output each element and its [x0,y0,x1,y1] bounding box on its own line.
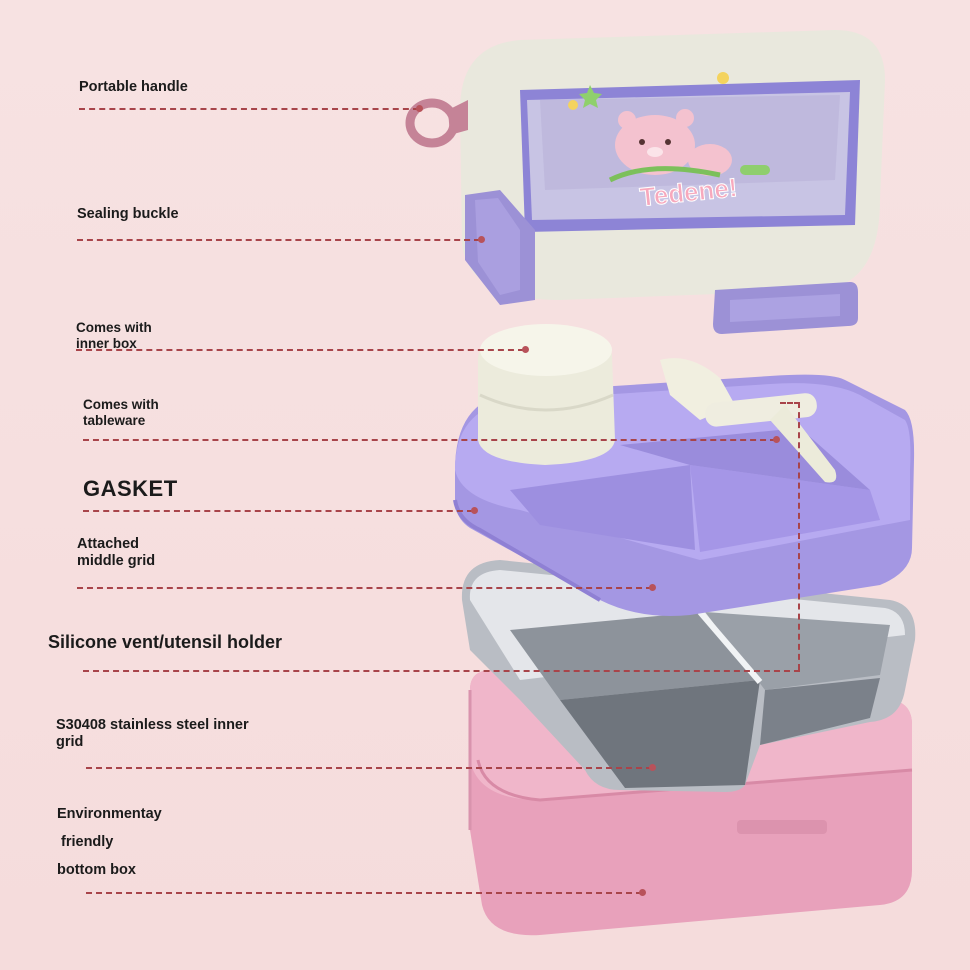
spork [660,358,837,483]
leader-line-inner-box [76,349,524,351]
portable-handle [405,98,468,148]
leader-line-middle-grid [77,587,652,589]
leader-dot-bottom-box [639,889,646,896]
leader-dot-inner-grid [649,764,656,771]
leader-line-inner-grid [86,767,652,769]
label-bottom-box-line-2: friendly [61,834,114,850]
leader-line-handle [79,108,419,110]
leader-dot-buckle [478,236,485,243]
label-silicone-vent: Silicone vent/utensil holder [48,632,283,652]
leader-dot-gasket [471,507,478,514]
leader-line-buckle [77,239,480,241]
leader-line-silicone-vent-vertical [798,402,800,670]
label-tableware: Comes with tableware [83,397,159,428]
leader-line-gasket [83,510,473,512]
leader-line-bottom-box [86,892,642,894]
lid: Tedene! [460,30,885,300]
label-middle-grid: Attached middle grid [77,536,156,569]
leader-dot-tableware [773,436,780,443]
leader-line-silicone-vent [83,670,800,672]
label-inner-box: Comes with inner box [76,320,152,351]
inner-small-box [478,324,615,465]
leader-line-silicone-vent-top [780,402,800,404]
label-inner-grid: S30408 stainless steel inner grid [56,717,249,750]
label-portable-handle: Portable handle [79,79,188,95]
bear-sticker [608,109,770,183]
leader-line-tableware [83,439,776,441]
label-gasket: GASKET [83,476,178,501]
label-sealing-buckle: Sealing buckle [77,206,179,222]
label-bottom-box-line-3: bottom box [57,862,136,878]
leader-dot-inner-box [522,346,529,353]
leader-dot-handle [416,105,423,112]
sealing-buckles [465,190,858,334]
leader-dot-middle-grid [649,584,656,591]
label-bottom-box-line-1: Environmentay [57,806,162,822]
